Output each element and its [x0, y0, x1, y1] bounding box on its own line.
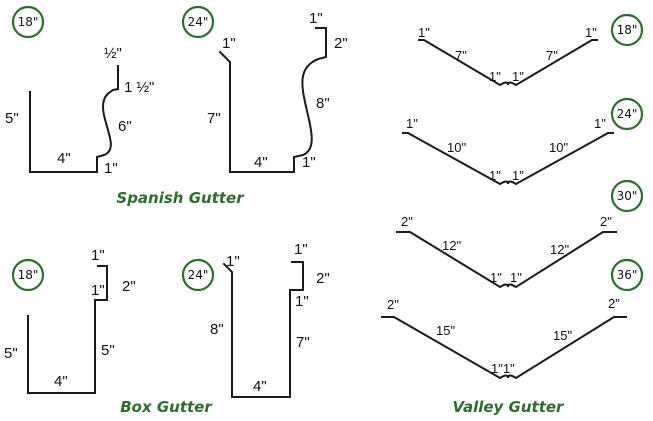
dim-center-right: 1" — [510, 270, 522, 285]
dim-back: 8" — [210, 321, 224, 338]
dim-right-side: 15" — [553, 328, 572, 343]
badge-label: 18" — [18, 15, 39, 29]
dim-right-hem: 1" — [585, 25, 597, 40]
dim-center: 1"1" — [491, 361, 515, 376]
spanish-18-profile — [29, 65, 119, 173]
dim-bottom: 4" — [254, 154, 268, 171]
dim-center-left: 1" — [490, 270, 502, 285]
dim-step: 1" — [295, 293, 309, 310]
badge-valley-24: 24" — [610, 97, 644, 131]
dim-lip: 1" — [309, 10, 323, 27]
badge-label: 24" — [617, 107, 638, 121]
badge-box-18: 18" — [11, 258, 45, 292]
dim-left-side: 10" — [447, 140, 466, 155]
dim-right-side: 10" — [549, 140, 568, 155]
dim-center-left: 1" — [489, 69, 501, 84]
valley-gutter-30: 30" 2" 12" 1" 1" 12" 2" — [396, 179, 644, 289]
dim-left-hem: 2" — [401, 214, 413, 229]
dim-top-step: 2" — [334, 35, 348, 52]
dim-top-step: 2" — [316, 270, 330, 287]
dim-back: 5" — [5, 110, 19, 127]
badge-valley-36: 36" — [610, 258, 644, 292]
dim-bottom: 4" — [253, 378, 267, 395]
dim-lip: 1" — [294, 241, 308, 258]
dim-front: 5" — [101, 342, 115, 359]
badge-label: 36" — [617, 268, 638, 282]
badge-circle — [181, 5, 215, 39]
dim-back: 5" — [4, 345, 18, 362]
dim-right-side: 7" — [546, 48, 558, 63]
dim-front: 7" — [296, 334, 310, 351]
dim-center-left: 1" — [489, 168, 501, 183]
spanish-24-profile — [218, 27, 327, 173]
dim-right-hem: 2" — [600, 214, 612, 229]
dim-left-side: 7" — [455, 48, 467, 63]
badge-label: 24" — [188, 15, 209, 29]
dim-front-base: 1" — [302, 154, 316, 171]
dim-lip: 1" — [91, 247, 105, 264]
dim-top-step: 2" — [122, 278, 136, 295]
dim-left-hem: 2" — [387, 297, 399, 312]
box-24-profile — [222, 261, 304, 398]
valley-36-profile — [381, 316, 627, 380]
box-gutter-24: 24" 1" 8" 4" 7" 1" 2" 1" — [181, 241, 330, 398]
badge-circle — [11, 258, 45, 292]
badge-circle — [610, 97, 644, 131]
badge-label: 30" — [617, 189, 638, 203]
badge-valley-18: 18" — [610, 13, 644, 47]
spanish-gutter-title: Spanish Gutter — [116, 189, 245, 207]
dim-right-hem: 2" — [608, 296, 620, 311]
dim-left-side: 12" — [442, 238, 461, 253]
badge-label: 18" — [617, 23, 638, 37]
dim-curve: 8" — [316, 95, 330, 112]
dim-hem: 1" — [226, 253, 240, 270]
dim-left-side: 15" — [436, 323, 455, 338]
dim-left-hem: 1" — [418, 25, 430, 40]
badge-spanish-18: 18" — [11, 5, 45, 39]
valley-30-profile — [396, 231, 617, 289]
badge-circle — [610, 179, 644, 213]
badge-circle — [181, 258, 215, 292]
dim-left-hem: 1" — [406, 116, 418, 131]
valley-18-profile — [418, 39, 598, 87]
spanish-gutter-18: 18" 5" 4" 1" 6" 1 ½" ½" — [5, 5, 154, 177]
box-gutter-title: Box Gutter — [120, 398, 213, 416]
box-18-profile — [27, 265, 108, 394]
badge-label: 24" — [188, 268, 209, 282]
dim-right-side: 12" — [550, 242, 569, 257]
dim-step: 1" — [91, 282, 105, 299]
badge-label: 18" — [18, 268, 39, 282]
badge-valley-30: 30" — [610, 179, 644, 213]
badge-box-24: 24" — [181, 258, 215, 292]
dim-front-base: 1" — [104, 160, 118, 177]
dim-bottom: 4" — [54, 373, 68, 390]
dim-hem: 1" — [222, 35, 236, 52]
badge-spanish-24: 24" — [181, 5, 215, 39]
badge-circle — [610, 258, 644, 292]
valley-gutter-24: 24" 1" 10" 1" 1" 10" 1" — [402, 97, 644, 186]
valley-gutter-title: Valley Gutter — [453, 398, 566, 416]
dim-top-step: 1 ½" — [124, 79, 154, 96]
badge-circle — [610, 13, 644, 47]
dim-back: 7" — [207, 110, 221, 127]
box-gutter-18: 18" 5" 4" 5" 1" 2" 1" — [4, 247, 136, 394]
badge-circle — [11, 5, 45, 39]
dim-bottom: 4" — [57, 150, 71, 167]
valley-gutter-18: 18" 1" 7" 1" 1" 7" 1" — [418, 13, 644, 87]
valley-24-profile — [402, 132, 614, 186]
dim-lip: ½" — [104, 45, 122, 62]
spanish-gutter-24: 24" 1" 7" 4" 1" 8" 2" 1" — [181, 5, 348, 173]
dim-right-hem: 1" — [594, 116, 606, 131]
valley-gutter-36: 36" 2" 15" 1"1" 15" 2" — [381, 258, 644, 380]
dim-center-right: 1" — [512, 168, 524, 183]
dim-curve: 6" — [118, 118, 132, 135]
dim-center-right: 1" — [512, 69, 524, 84]
